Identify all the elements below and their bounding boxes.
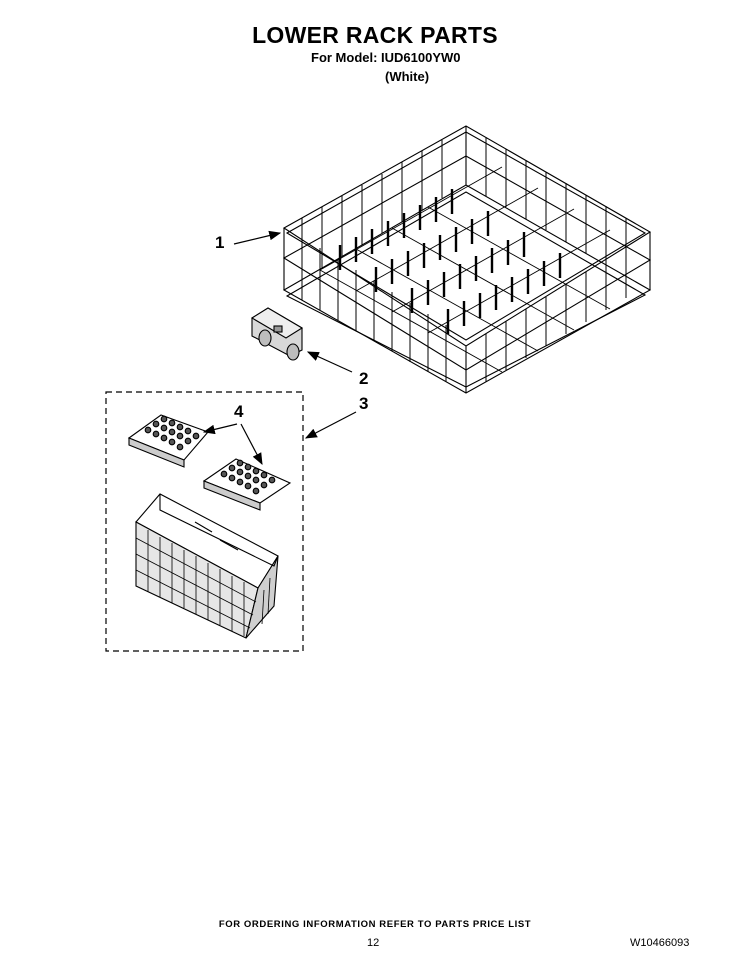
callout-1-arrow — [233, 230, 282, 245]
model-line: For Model: IUD6100YW0 — [311, 50, 461, 65]
callout-3-label: 3 — [359, 394, 369, 413]
basket-cover-illustration — [127, 414, 209, 468]
document-number: W10466093 — [630, 937, 690, 949]
ordering-info-note: FOR ORDERING INFORMATION REFER TO PARTS … — [218, 919, 532, 930]
callout-3-arrow — [304, 411, 357, 439]
callout-4-label: 4 — [234, 402, 244, 421]
silverware-basket-group-boundary — [105, 391, 304, 652]
page-number: 12 — [367, 937, 380, 949]
callout-4-arrow-a — [202, 423, 238, 435]
callout-1-label: 1 — [215, 233, 225, 252]
callout-4-arrow-b — [240, 423, 263, 466]
page-title: LOWER RACK PARTS — [252, 22, 498, 48]
callout-2-label: 2 — [359, 369, 369, 388]
lower-rack-illustration — [282, 125, 652, 394]
callout-2-arrow — [306, 351, 353, 373]
model-variant: (White) — [385, 69, 430, 84]
rack-wheel-illustration — [250, 307, 304, 361]
basket-cover-illustration-second — [202, 458, 292, 511]
silverware-basket-illustration — [135, 493, 279, 639]
